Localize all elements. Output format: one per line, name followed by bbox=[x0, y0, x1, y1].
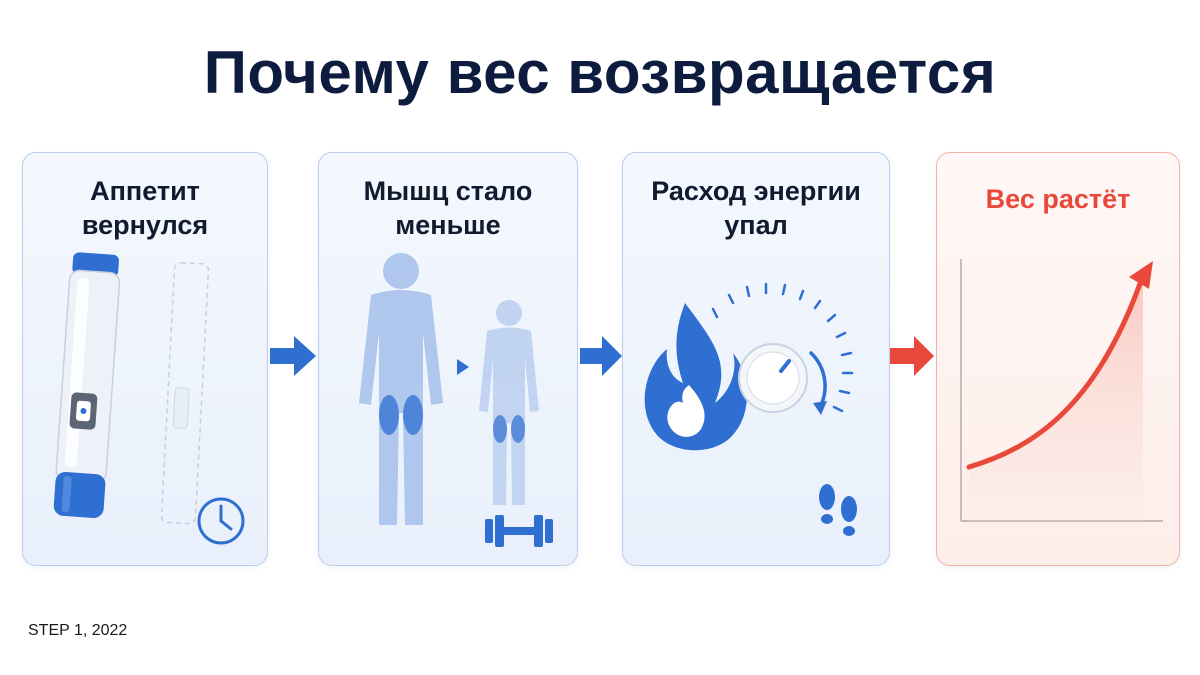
step-card-energy: Расход энергии упал bbox=[622, 152, 890, 566]
step-title-muscle: Мышц стало меньше bbox=[363, 176, 533, 240]
dial-icon bbox=[711, 282, 854, 415]
step-card-appetite: Аппетит вернулся bbox=[22, 152, 268, 566]
arrow-right-icon bbox=[270, 336, 316, 376]
dumbbell-icon bbox=[485, 515, 553, 547]
arrow-right-icon bbox=[890, 336, 934, 376]
step-title-appetite: Аппетит вернулся bbox=[81, 176, 209, 240]
body-silhouette-icon bbox=[359, 253, 539, 525]
step-card-muscle: Мышц стало меньше bbox=[318, 152, 578, 566]
clock-icon bbox=[197, 497, 245, 545]
step-card-weight: Вес растёт bbox=[936, 152, 1180, 566]
source-footnote: STEP 1, 2022 bbox=[28, 622, 128, 639]
arrow-right-icon bbox=[580, 336, 622, 376]
flame-icon bbox=[644, 303, 747, 451]
page-title: Почему вес возвращается bbox=[203, 39, 997, 106]
injection-pen-icon bbox=[53, 252, 210, 525]
rising-curve-icon bbox=[960, 259, 1163, 522]
footprints-icon bbox=[819, 484, 857, 536]
step-title-weight: Вес растёт bbox=[985, 184, 1131, 214]
step-title-energy: Расход энергии упал bbox=[651, 176, 861, 240]
